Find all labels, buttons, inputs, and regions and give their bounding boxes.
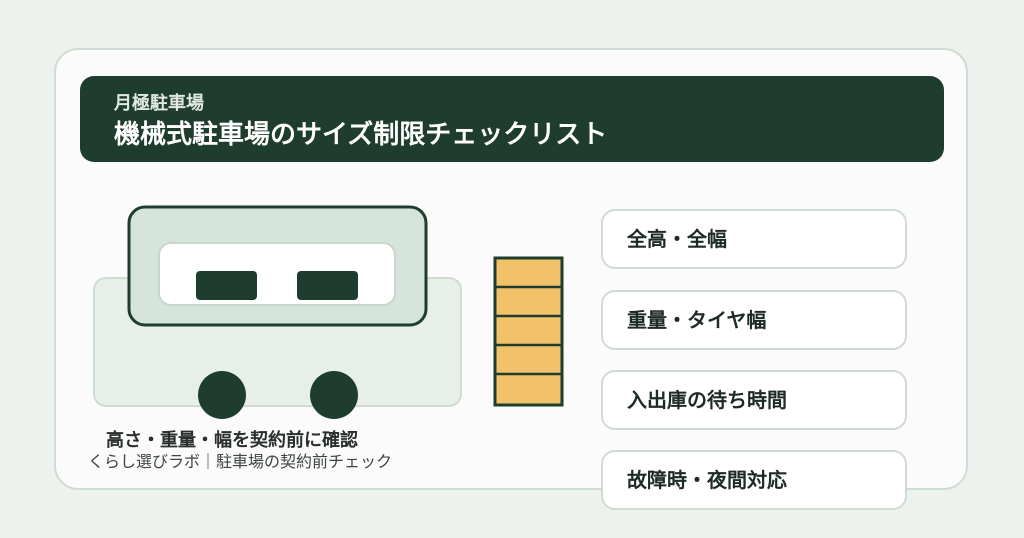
checklist-item-size: 全高・全幅 bbox=[601, 209, 907, 269]
car-headlight-right bbox=[297, 271, 358, 300]
checklist-item-wait-time: 入出庫の待ち時間 bbox=[601, 370, 907, 430]
checklist-item-weight: 重量・タイヤ幅 bbox=[601, 290, 907, 350]
parking-pallet-stack bbox=[493, 256, 564, 407]
checklist-item-label: 故障時・夜間対応 bbox=[627, 468, 787, 492]
illustration-caption: 高さ・重量・幅を契約前に確認 bbox=[106, 430, 358, 451]
page-title: 機械式駐車場のサイズ制限チェックリスト bbox=[114, 120, 608, 150]
checklist-item-label: 重量・タイヤ幅 bbox=[627, 308, 767, 332]
car-window bbox=[158, 242, 396, 306]
checklist-item-support: 故障時・夜間対応 bbox=[601, 450, 907, 510]
car-headlight-left bbox=[196, 271, 257, 300]
car-wheel-left bbox=[198, 371, 246, 419]
checklist-item-label: 全高・全幅 bbox=[627, 227, 727, 251]
source-credit: くらし選びラボ｜駐車場の契約前チェック bbox=[88, 452, 393, 471]
header-kicker: 月極駐車場 bbox=[114, 93, 204, 114]
car-wheel-right bbox=[310, 371, 358, 419]
checklist-item-label: 入出庫の待ち時間 bbox=[627, 388, 787, 412]
header-banner: 月極駐車場 機械式駐車場のサイズ制限チェックリスト bbox=[80, 76, 944, 162]
